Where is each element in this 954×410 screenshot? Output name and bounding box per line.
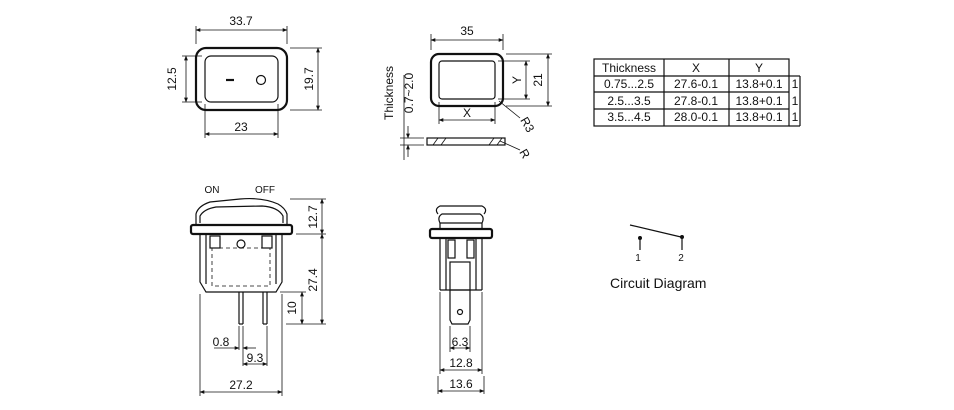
thickness-range: 0.7~2.0 [402,72,416,113]
dim-terminal-thickness: 0.8 [213,335,230,349]
table-cell: 2.5...3.5 [607,94,651,108]
top-view-rocker [204,55,279,103]
table-cell: 13.8+0.1 [735,77,782,91]
thickness-label: Thickness [382,66,396,120]
lamp [236,239,246,249]
thickness-table: Thickness X Y 0.75...2.5 27.6-0.1 13.8+0… [593,58,801,127]
switch-contact [629,224,682,238]
dim-bezel-depth: 13.6 [449,377,473,391]
dim-cutout-height: 21 [531,73,545,87]
terminal-2-dot [680,235,684,239]
dim-terminal-width: 6.3 [452,335,469,349]
side-view: ON OFF 12.7 27.4 10 [189,185,326,396]
table-cell: 13.8+0.1 [735,110,782,124]
table-cell: 3.5...4.5 [607,110,651,124]
table-cell: 28.0-0.1 [674,110,718,124]
dim-inner-height: 12.5 [165,67,179,91]
dim-rocker-height: 12.7 [306,205,320,229]
side-rocker [195,197,288,225]
side-bezel [189,223,294,236]
dim-body-depth: 12.8 [449,356,473,370]
off-label: OFF [255,185,275,196]
front-boot-1 [438,213,484,224]
circuit-diagram: 1 2 Circuit Diagram [610,224,706,291]
dim-inner-width: 23 [234,120,248,134]
dim-cutout-width: 35 [460,24,474,38]
panel-section [426,137,506,146]
table-cell: 13.8+0.1 [735,94,782,108]
table-header-y: Y [755,61,763,75]
terminal-1-label: 1 [635,253,641,264]
side-body [199,234,283,293]
table-cell: 27.6-0.1 [674,77,718,91]
top-view-bezel [194,46,289,112]
cutout-outer [429,52,505,108]
dim-terminal-length: 10 [285,301,299,315]
dim-y: Y [510,76,524,84]
top-view: 33.7 23 12.5 19.7 [165,14,322,138]
off-mark [255,74,267,86]
table-header-thickness: Thickness [602,61,656,75]
panel-cutout-view: 35 X Y 21 R3 R Thickness 0.7~2.0 [382,24,552,161]
dim-top-height: 19.7 [302,67,316,91]
table-header-x: X [692,61,700,75]
r3-label: R3 [517,115,537,136]
table-cell: 27.8-0.1 [674,94,718,108]
terminal-2-label: 2 [678,253,684,264]
table-side-mark: 1 [792,94,799,108]
on-label: ON [205,185,220,196]
table-cell: 0.75...2.5 [604,77,654,91]
circuit-title: Circuit Diagram [610,275,706,291]
dim-terminal-spacing: 9.3 [247,351,264,365]
table-side-mark: 1 [792,77,799,91]
r-label: R [516,147,533,162]
table-side-mark: 1 [792,110,799,124]
front-terminal [449,290,471,325]
dim-body-height: 27.4 [306,268,320,292]
terminal-1-dot [638,236,642,240]
cutout-inner [438,60,496,100]
front-view: 6.3 12.8 13.6 [428,205,494,394]
dim-body-width: 27.2 [229,378,253,392]
dim-top-width: 33.7 [229,14,253,28]
front-bezel [428,227,494,240]
dim-x: X [463,106,471,120]
